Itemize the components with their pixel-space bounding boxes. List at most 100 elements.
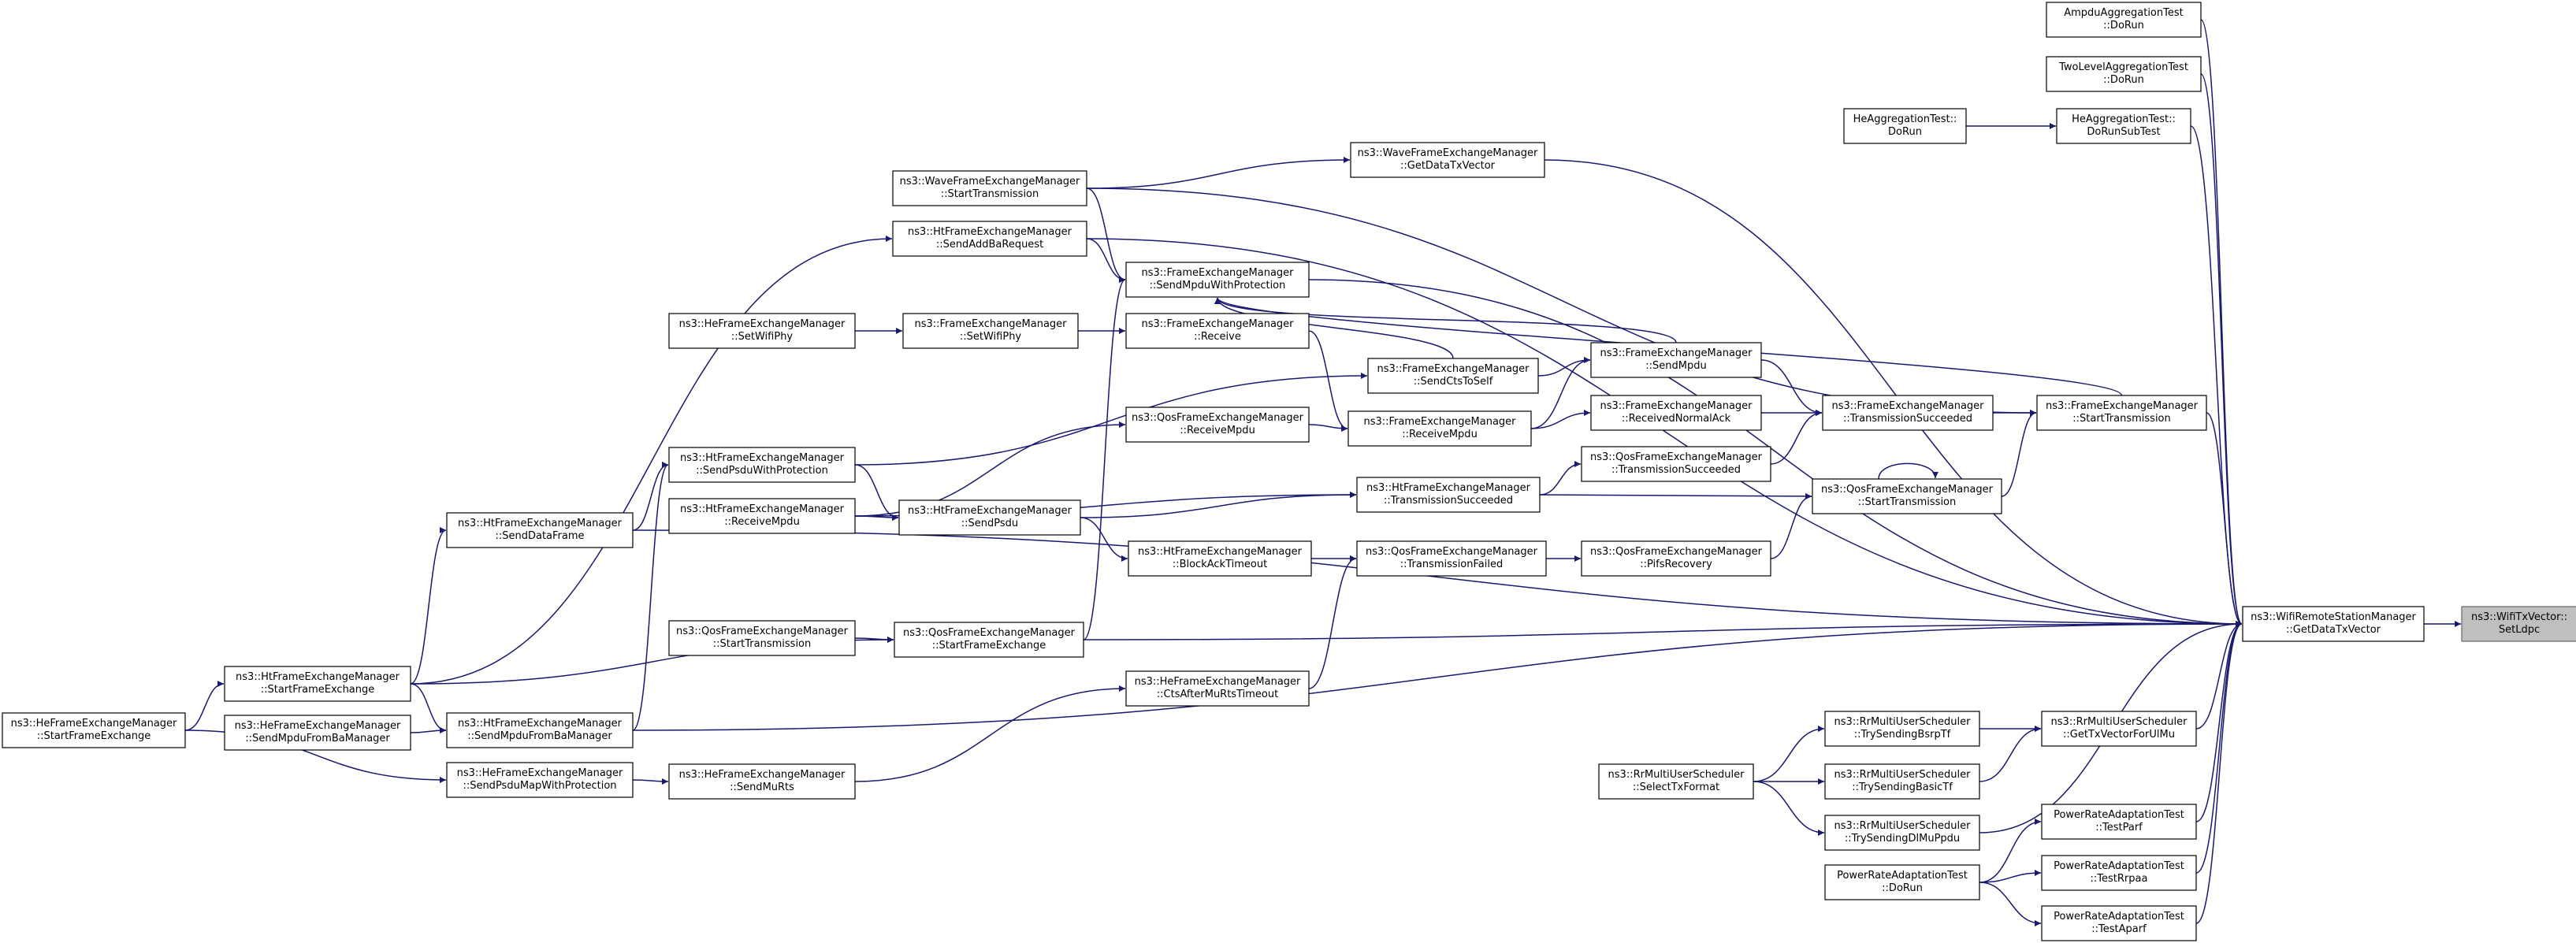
node-box — [446, 512, 634, 548]
node-qos_rmpdu[interactable]: ns3::QosFrameExchangeManager::ReceiveMpd… — [1125, 407, 1310, 443]
node-rr_gtxv[interactable]: ns3::RrMultiUserScheduler::GetTxVectorFo… — [2041, 711, 2197, 747]
edge-fem_smpdu-to-fem_smwp — [1214, 297, 1677, 343]
node-he_spmwp[interactable]: ns3::HeFrameExchangeManager::SendPsduMap… — [446, 762, 634, 798]
node-wfem_gdtv[interactable]: ns3::WaveFrameExchangeManager::GetDataTx… — [1350, 142, 1545, 178]
edge-he_camrt-to-qos_tf — [1308, 555, 1357, 689]
node-label: ns3::HtFrameExchangeManager — [236, 671, 400, 683]
node-rr_select[interactable]: ns3::RrMultiUserScheduler::SelectTxForma… — [1598, 763, 1754, 800]
edge-fem_recv-to-fem_rmpdu — [1308, 330, 1348, 432]
node-box — [1367, 358, 1539, 394]
node-label: ::DoRun — [2103, 20, 2144, 32]
node-fem_recv[interactable]: ns3::FrameExchangeManager::Receive — [1125, 313, 1310, 349]
node-box — [2046, 2, 2202, 38]
node-fem_ts[interactable]: ns3::FrameExchangeManager::TransmissionS… — [1822, 395, 1994, 431]
edge-ht_sfe-to-ht_smfbm — [410, 683, 447, 733]
edge-pra_rrpaa-to-gdtv — [2195, 621, 2243, 874]
node-label: ns3::RrMultiUserScheduler — [1608, 769, 1745, 781]
node-he_smfbm[interactable]: ns3::HeFrameExchangeManager::SendMpduFro… — [224, 715, 411, 751]
node-box — [446, 712, 634, 748]
node-ht_spwp[interactable]: ns3::HtFrameExchangeManager::SendPsduWit… — [668, 447, 856, 483]
node-box — [1356, 540, 1547, 577]
node-box — [1812, 478, 2002, 514]
node-pra_aparf[interactable]: PowerRateAdaptationTest::TestAparf — [2041, 905, 2197, 941]
node-ht_bat[interactable]: ns3::HtFrameExchangeManager::BlockAckTim… — [1128, 540, 1312, 577]
node-box — [892, 221, 1087, 257]
node-label: PowerRateAdaptationTest — [1837, 870, 1968, 882]
node-pra_parf[interactable]: PowerRateAdaptationTest::TestParf — [2041, 804, 2197, 840]
node-fem_rna[interactable]: ns3::FrameExchangeManager::ReceivedNorma… — [1590, 395, 1762, 431]
node-label: ns3::QosFrameExchangeManager — [1132, 412, 1304, 424]
edge-fem_rmpdu-to-fem_rna — [1530, 410, 1591, 429]
node-ht_sabr[interactable]: ns3::HtFrameExchangeManager::SendAddBaRe… — [892, 221, 1087, 257]
node-label: ns3::FrameExchangeManager — [1141, 318, 1294, 330]
node-label: ::TransmissionSucceeded — [1384, 495, 1513, 507]
node-fem_smwp[interactable]: ns3::FrameExchangeManager::SendMpduWithP… — [1125, 262, 1310, 298]
node-label: ::BlockAckTimeout — [1173, 559, 1267, 570]
node-label: ns3::WifiTxVector:: — [2471, 611, 2567, 623]
node-he_camrt[interactable]: ns3::HeFrameExchangeManager::CtsAfterMuR… — [1125, 670, 1310, 707]
node-label: ::GetTxVectorForUlMu — [2063, 729, 2175, 741]
node-rr_tsbtf[interactable]: ns3::RrMultiUserScheduler::TrySendingBsr… — [1824, 711, 1980, 747]
edge-ht_ts-to-qos_ts — [1539, 461, 1582, 496]
node-rr_tsbasic[interactable]: ns3::RrMultiUserScheduler::TrySendingBas… — [1824, 763, 1980, 800]
node-label: ns3::QosFrameExchangeManager — [903, 627, 1076, 639]
node-label: ns3::WaveFrameExchangeManager — [900, 176, 1080, 187]
node-he_swp[interactable]: ns3::HeFrameExchangeManager::SetWifiPhy — [668, 313, 856, 349]
node-fem_smpdu[interactable]: ns3::FrameExchangeManager::SendMpdu — [1590, 342, 1762, 378]
node-qos_st[interactable]: ns3::QosFrameExchangeManager::StartTrans… — [1812, 478, 2002, 514]
node-he_smrts[interactable]: ns3::HeFrameExchangeManager::SendMuRts — [668, 763, 856, 800]
node-box — [1581, 540, 1771, 577]
node-ht_sfe[interactable]: ns3::HtFrameExchangeManager::StartFrameE… — [224, 666, 411, 702]
edge-fem_smwp-to-gdtv — [1308, 279, 2243, 627]
node-fem_scts[interactable]: ns3::FrameExchangeManager::SendCtsToSelf — [1367, 358, 1539, 394]
node-box — [1824, 763, 1980, 800]
edge-rr_tsbasic-to-rr_gtxv — [1979, 726, 2042, 782]
node-root[interactable]: ns3::WifiTxVector::SetLdpc — [2461, 606, 2576, 642]
edge-pra_run-to-pra_aparf — [1979, 882, 2042, 926]
node-ht_smfbm[interactable]: ns3::HtFrameExchangeManager::SendMpduFro… — [446, 712, 634, 748]
node-ht_sdf[interactable]: ns3::HtFrameExchangeManager::SendDataFra… — [446, 512, 634, 548]
node-qos_tf[interactable]: ns3::QosFrameExchangeManager::Transmissi… — [1356, 540, 1547, 577]
node-label: ::SendPsdu — [961, 518, 1018, 529]
node-fem_swp[interactable]: ns3::FrameExchangeManager::SetWifiPhy — [902, 313, 1079, 349]
node-pra_rrpaa[interactable]: PowerRateAdaptationTest::TestRrpaa — [2041, 855, 2197, 891]
node-ht_spsdu[interactable]: ns3::HtFrameExchangeManager::SendPsdu — [898, 499, 1081, 536]
node-hesub[interactable]: HeAggregationTest::DoRunSubTest — [2056, 108, 2191, 144]
edge-rr_select-to-rr_tsdl — [1753, 781, 1825, 836]
node-fem_rmpdu[interactable]: ns3::FrameExchangeManager::ReceiveMpdu — [1347, 410, 1532, 447]
node-box — [668, 620, 856, 656]
node-fem_st[interactable]: ns3::FrameExchangeManager::StartTransmis… — [2036, 395, 2207, 431]
node-label: ns3::QosFrameExchangeManager — [1366, 546, 1538, 558]
node-box — [224, 666, 411, 702]
node-box — [1824, 711, 1980, 747]
node-rr_tsdl[interactable]: ns3::RrMultiUserScheduler::TrySendingDlM… — [1824, 815, 1980, 851]
node-label: ::StartTransmission — [2072, 413, 2171, 425]
node-box — [668, 763, 856, 800]
edge-qos_pifs-to-qos_st — [1770, 493, 1812, 559]
node-label: PowerRateAdaptationTest — [2054, 860, 2184, 872]
node-twolevel[interactable]: TwoLevelAggregationTest::DoRun — [2046, 56, 2202, 92]
node-herun[interactable]: HeAggregationTest::DoRun — [1843, 108, 1967, 144]
node-label: ::SendMpduFromBaManager — [467, 730, 612, 742]
edge-fem_scts-to-fem_smwp — [1214, 297, 1454, 359]
node-pra_run[interactable]: PowerRateAdaptationTest::DoRun — [1824, 864, 1980, 900]
node-wfem_st[interactable]: ns3::WaveFrameExchangeManager::StartTran… — [892, 170, 1087, 206]
node-ht_rmpdu[interactable]: ns3::HtFrameExchangeManager::ReceiveMpdu — [668, 498, 856, 534]
edge-he_sfe-to-ht_sfe — [184, 681, 225, 731]
node-label: ::TransmissionFailed — [1400, 559, 1503, 570]
node-label: ::SelectTxFormat — [1633, 782, 1719, 793]
node-gdtv[interactable]: ns3::WifiRemoteStationManager::GetDataTx… — [2242, 606, 2425, 642]
node-qos_st2[interactable]: ns3::QosFrameExchangeManager::StartTrans… — [668, 620, 856, 656]
node-ht_ts[interactable]: ns3::HtFrameExchangeManager::Transmissio… — [1356, 477, 1541, 513]
node-label: ::ReceiveMpdu — [724, 516, 800, 528]
node-qos_ts[interactable]: ns3::QosFrameExchangeManager::Transmissi… — [1581, 446, 1771, 482]
node-qos_pifs[interactable]: ns3::QosFrameExchangeManager::PifsRecove… — [1581, 540, 1771, 577]
node-ampdu[interactable]: AmpduAggregationTest::DoRun — [2046, 2, 2202, 38]
node-he_sfe[interactable]: ns3::HeFrameExchangeManager::StartFrameE… — [2, 712, 186, 748]
edge-wfem_st-to-fem_st — [1086, 187, 2037, 416]
node-qos_sfe[interactable]: ns3::QosFrameExchangeManager::StartFrame… — [894, 622, 1084, 658]
node-label: ns3::QosFrameExchangeManager — [676, 626, 849, 637]
edge-wfem_gdtv-to-gdtv — [1544, 159, 2243, 627]
